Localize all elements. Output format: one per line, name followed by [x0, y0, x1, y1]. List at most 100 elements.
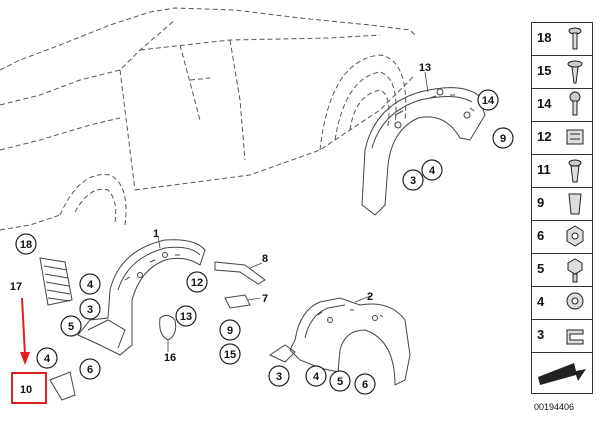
fastener-icon	[566, 292, 584, 310]
sidebar-part-number: 9	[537, 195, 545, 210]
fastener-sidebar: 18 15 14 12 11 9 6 5 4 3	[531, 22, 593, 394]
callout-c7: 7	[262, 293, 268, 305]
callout-circle	[354, 373, 376, 395]
callout-label: 9	[500, 133, 506, 145]
sidebar-cell-18: 18	[532, 23, 592, 56]
callout-c10: 10	[20, 384, 32, 396]
callout-circle	[219, 343, 241, 365]
sidebar-cell-14: 14	[532, 89, 592, 122]
callout-c18: 18	[15, 233, 37, 255]
sidebar-part-number: 3	[537, 327, 545, 342]
callout-label: 13	[419, 62, 431, 74]
fastener-icon	[567, 258, 583, 283]
rear-liner	[361, 87, 486, 216]
sidebar-part-number: 12	[537, 129, 552, 144]
callout-c15: 15	[219, 343, 241, 365]
sidebar-part-number: 5	[537, 261, 545, 276]
callout-c4a: 4	[421, 159, 443, 181]
callout-label: 12	[191, 277, 203, 289]
callout-circle	[186, 271, 208, 293]
callout-label: 14	[482, 95, 495, 107]
callout-label: 6	[87, 364, 93, 376]
callout-circle	[305, 365, 327, 387]
callout-c4d: 4	[305, 365, 327, 387]
callout-c17: 17	[10, 281, 22, 293]
callout-c3b: 3	[79, 298, 101, 320]
callout-label: 18	[20, 239, 32, 251]
sidebar-arrow-cell	[538, 363, 586, 385]
grille-vent	[39, 257, 73, 306]
sidebar-cell-9: 9	[532, 188, 592, 221]
callout-label: 6	[362, 379, 368, 391]
sidebar-part-number: 15	[537, 63, 552, 78]
callout-circle	[477, 89, 499, 111]
sidebar-part-number: 11	[537, 162, 551, 177]
callout-c6a: 6	[79, 358, 101, 380]
sidebar-cell-4: 4	[532, 287, 592, 320]
callout-c5a: 5	[60, 315, 82, 337]
sidebar-part-number: 4	[537, 294, 545, 309]
callout-label: 10	[20, 384, 32, 396]
callout-c3a: 3	[402, 169, 424, 191]
callout-circle	[219, 319, 241, 341]
callout-c13b: 13	[175, 305, 197, 327]
highlight-box	[11, 372, 47, 404]
callout-c8: 8	[262, 253, 268, 265]
sidebar-cell-5: 5	[532, 254, 592, 287]
callout-c4c: 4	[36, 347, 58, 369]
callout-label: 5	[337, 376, 343, 388]
callout-label: 1	[153, 228, 159, 240]
callout-circle	[421, 159, 443, 181]
callout-label: 8	[262, 253, 268, 265]
sidebar-cell-12: 12	[532, 122, 592, 155]
car-outline	[0, 7, 416, 231]
fastener-icon	[566, 225, 584, 247]
callout-c9a: 9	[492, 127, 514, 149]
callout-circle	[36, 347, 58, 369]
callout-circle	[402, 169, 424, 191]
callout-label: 3	[276, 371, 282, 383]
fastener-icon	[568, 193, 582, 215]
fastener-icon	[566, 329, 584, 345]
fastener-icon	[567, 60, 583, 84]
callout-c14: 14	[477, 89, 499, 111]
sidebar-part-number: 18	[537, 30, 552, 45]
callout-circle	[15, 233, 37, 255]
callout-c2: 2	[367, 291, 373, 303]
fastener-icon	[566, 129, 584, 145]
callout-label: 13	[180, 311, 192, 323]
callout-label: 17	[10, 281, 22, 293]
callout-label: 3	[87, 304, 93, 316]
callout-circle	[175, 305, 197, 327]
sidebar-cell-6: 6	[532, 221, 592, 254]
callout-c16: 16	[164, 352, 176, 364]
callout-c6b: 6	[354, 373, 376, 395]
corner-arrow-icon	[538, 363, 586, 385]
callout-label: 4	[87, 279, 94, 291]
callout-label: 9	[227, 325, 233, 337]
callout-circle	[329, 370, 351, 392]
callout-circle	[79, 358, 101, 380]
callout-label: 5	[68, 321, 74, 333]
callout-c13: 13	[419, 62, 431, 74]
callout-c1: 1	[153, 228, 159, 240]
callout-label: 4	[313, 371, 320, 383]
callout-circle	[79, 273, 101, 295]
fastener-icon	[568, 159, 582, 183]
sidebar-part-number: 14	[537, 96, 552, 111]
leader-lines	[157, 71, 429, 352]
callout-label: 2	[367, 291, 373, 303]
callout-circle	[268, 365, 290, 387]
callout-c4b: 4	[79, 273, 101, 295]
callout-label: 7	[262, 293, 268, 305]
sidebar-cell-15: 15	[532, 56, 592, 89]
front-liner-right	[268, 297, 411, 386]
fastener-icon	[568, 27, 582, 50]
highlight-arrow	[20, 297, 30, 365]
sidebar-cell-11: 11	[532, 155, 592, 188]
callout-circle	[60, 315, 82, 337]
callout-c5b: 5	[329, 370, 351, 392]
